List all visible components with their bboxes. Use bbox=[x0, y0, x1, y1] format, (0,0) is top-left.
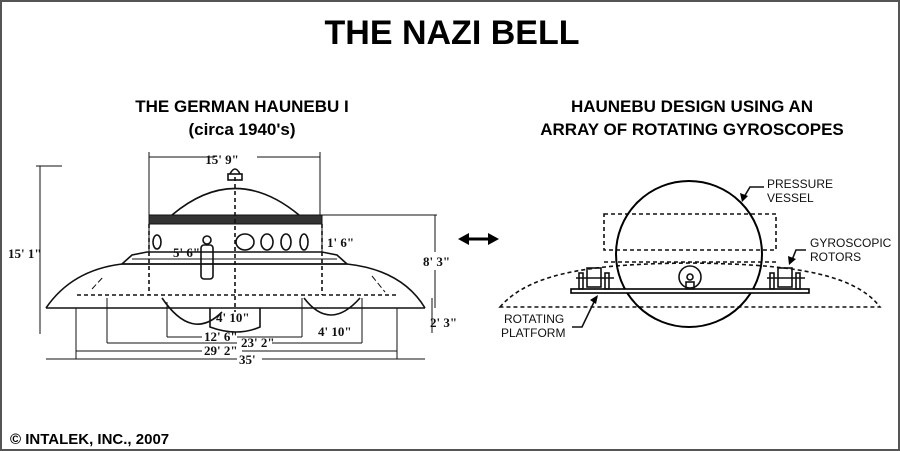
gyroscopic-rotor-right bbox=[767, 267, 805, 290]
label-gyro-2: ROTORS bbox=[810, 250, 861, 264]
double-arrow-icon bbox=[458, 233, 499, 245]
dim-top-width: 15' 9" bbox=[205, 152, 239, 167]
windows bbox=[152, 233, 309, 251]
left-heading-line2: (circa 1940's) bbox=[188, 120, 295, 139]
dimension-lines bbox=[36, 152, 437, 360]
dim-pod-right: 4' 10" bbox=[318, 324, 352, 339]
hull-outline bbox=[498, 262, 882, 308]
dim-outer-span: 29' 2" bbox=[204, 343, 238, 358]
dim-total-height: 15' 1" bbox=[8, 246, 42, 261]
right-heading-line1: HAUNEBU DESIGN USING AN bbox=[571, 97, 813, 116]
dim-inner-span: 12' 6" bbox=[204, 329, 238, 344]
pressure-vessel bbox=[615, 180, 763, 328]
label-gyro-1: GYROSCOPIC bbox=[810, 236, 892, 250]
dim-base-height: 2' 3" bbox=[430, 315, 457, 330]
right-heading-line2: ARRAY OF ROTATING GYROSCOPES bbox=[540, 120, 844, 139]
gyroscope-drawing: PRESSURE VESSEL GYROSCOPIC ROTORS ROTATI… bbox=[498, 177, 892, 340]
pods bbox=[161, 297, 361, 325]
label-platform-2: PLATFORM bbox=[501, 326, 565, 340]
left-heading-line1: THE GERMAN HAUNEBU I bbox=[135, 97, 348, 116]
cabin-outline bbox=[603, 213, 777, 251]
copyright: © INTALEK, INC., 2007 bbox=[10, 431, 169, 448]
dim-mid-span: 23' 2" bbox=[241, 335, 275, 350]
center-gyroscope bbox=[678, 265, 702, 290]
person-figure bbox=[200, 235, 214, 280]
label-platform-1: ROTATING bbox=[504, 312, 564, 326]
dim-pod-center: 4' 10" bbox=[216, 310, 250, 325]
dome bbox=[171, 187, 300, 216]
dim-person-height: 5' 6" bbox=[173, 245, 200, 260]
dim-cabin-height: 8' 3" bbox=[423, 254, 450, 269]
dim-total-width: 35' bbox=[239, 352, 256, 367]
gyroscopic-rotor-left bbox=[576, 267, 614, 290]
haunebu-drawing: 15' 9" 15' 1" 1' 6" 5' 6" 8' 3" 2' 3" 4'… bbox=[8, 152, 457, 367]
page-title: THE NAZI BELL bbox=[325, 14, 580, 52]
label-pressure-2: VESSEL bbox=[767, 191, 814, 205]
dim-window-height: 1' 6" bbox=[327, 235, 354, 250]
label-pressure-1: PRESSURE bbox=[767, 177, 833, 191]
